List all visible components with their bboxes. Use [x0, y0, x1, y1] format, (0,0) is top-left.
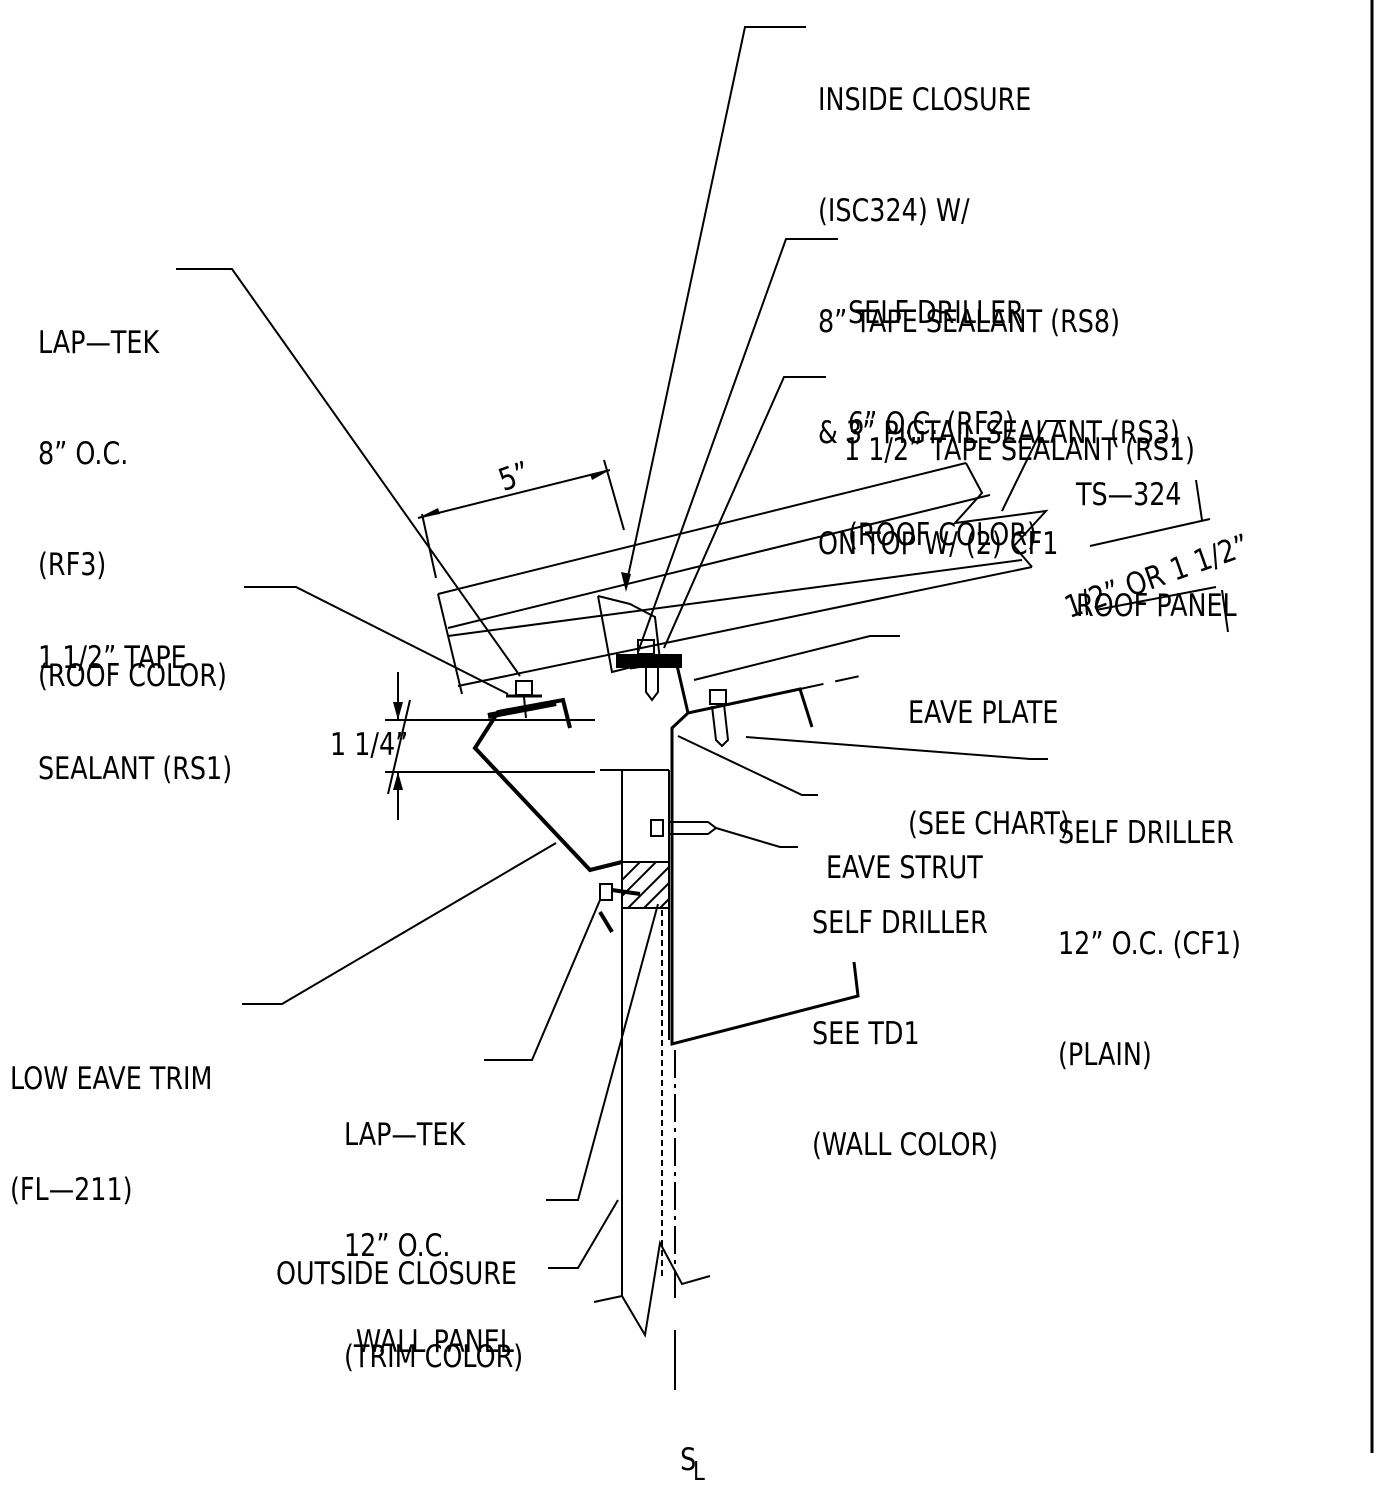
label-line: SELF DRILLER — [812, 905, 988, 941]
label-line: 8” O.C. — [38, 436, 129, 472]
label-line: & 3” PIGTAIL SEALANT (RS3) — [818, 415, 1180, 451]
label-line: INSIDE CLOSURE — [818, 82, 1032, 118]
label-line: ON TOP W/ (2) CF1 — [818, 526, 1059, 562]
label-line: (ROOF COLOR) — [848, 517, 1037, 553]
label-line: TS—324 — [1076, 477, 1182, 513]
steel-line-l: L — [693, 1457, 705, 1487]
self-driller-rf2-fastener — [616, 639, 682, 702]
label-line: EAVE PLATE — [908, 695, 1059, 731]
label-line: SELF DRILLER — [848, 295, 1024, 331]
low-eave-trim — [472, 697, 623, 873]
label-tape-sealant-rs1-left: 1 1/2” TAPE SEALANT (RS1) — [38, 566, 232, 825]
label-eave-plate: EAVE PLATE (SEE CHART) — [908, 621, 1070, 880]
label-line: (SEE CHART) — [908, 806, 1070, 842]
label-line: 12” O.C. — [344, 1228, 451, 1264]
label-line: LAP—TEK — [38, 325, 160, 361]
label-line: SEE TD1 — [812, 1016, 920, 1052]
outside-closure — [621, 861, 670, 909]
label-roof-panel: TS—324 ROOF PANEL — [1076, 403, 1237, 662]
lap-tek-trim-fastener — [598, 883, 641, 934]
label-line: (PLAIN) — [1058, 1037, 1152, 1073]
eave-strut — [670, 711, 860, 1046]
dim-panel-offset — [1089, 479, 1229, 633]
dim-label-trim-height: 1 1/4” — [330, 727, 409, 763]
label-low-eave-trim: LOW EAVE TRIM (FL—211) — [10, 987, 212, 1246]
label-line: 1 1/2” TAPE — [38, 640, 187, 676]
label-line: (TRIM COLOR) — [344, 1339, 524, 1375]
label-wall-panel: WALL PANEL — [356, 1250, 514, 1398]
roof-panel — [437, 462, 1049, 695]
wall-panel — [593, 769, 711, 1338]
steel-line-symbol: SL — [664, 1405, 708, 1487]
label-tape-sealant-rs1-top: 1 1/2” TAPE SEALANT (RS1) — [844, 358, 1195, 506]
label-line: (ISC324) W/ — [818, 193, 970, 229]
label-line: SELF DRILLER — [1058, 815, 1234, 851]
label-line: (RF3) — [38, 547, 107, 583]
label-outside-closure: OUTSIDE CLOSURE — [276, 1182, 517, 1330]
self-driller-cf1-fastener — [709, 689, 730, 748]
eave-plate — [629, 659, 861, 728]
label-line: LAP—TEK — [344, 1117, 466, 1153]
label-self-driller-td1: SELF DRILLER SEE TD1 (WALL COLOR) — [812, 831, 998, 1201]
label-line: SEALANT (RS1) — [38, 751, 233, 787]
label-line: 6” O.C. (RF2) — [848, 406, 1015, 442]
label-eave-strut: EAVE STRUT — [826, 776, 983, 924]
label-lap-tek-trim: LAP—TEK 12” O.C. (TRIM COLOR) — [344, 1043, 523, 1413]
eave-detail-drawing — [176, 0, 1374, 1453]
label-line: (FL—211) — [10, 1172, 133, 1208]
label-line: OUTSIDE CLOSURE — [276, 1256, 517, 1292]
lap-tek-rf3-fastener — [506, 680, 542, 719]
label-line: EAVE STRUT — [826, 850, 983, 886]
label-line: 1 1/2” TAPE SEALANT (RS1) — [844, 432, 1195, 468]
label-inside-closure: INSIDE CLOSURE (ISC324) W/ 8” TAPE SEALA… — [818, 8, 1180, 600]
label-self-driller-rf2: SELF DRILLER 6” O.C. (RF2) (ROOF COLOR) — [848, 221, 1037, 591]
label-line: ROOF PANEL — [1076, 588, 1237, 624]
self-driller-td1-fastener — [650, 819, 718, 837]
label-self-driller-cf1: SELF DRILLER 12” O.C. (CF1) (PLAIN) — [1058, 741, 1241, 1111]
dim-overhang-5in — [417, 459, 625, 579]
label-line: 12” O.C. (CF1) — [1058, 926, 1241, 962]
label-line: (ROOF COLOR) — [38, 658, 227, 694]
dim-trim-height — [385, 672, 595, 820]
label-line: LOW EAVE TRIM — [10, 1061, 213, 1097]
label-lap-tek-rf3: LAP—TEK 8” O.C. (RF3) (ROOF COLOR) — [38, 251, 227, 732]
label-line: WALL PANEL — [356, 1324, 514, 1360]
leader-lines — [176, 26, 1066, 1269]
label-line: (WALL COLOR) — [812, 1127, 999, 1163]
label-line: 8” TAPE SEALANT (RS8) — [818, 304, 1120, 340]
